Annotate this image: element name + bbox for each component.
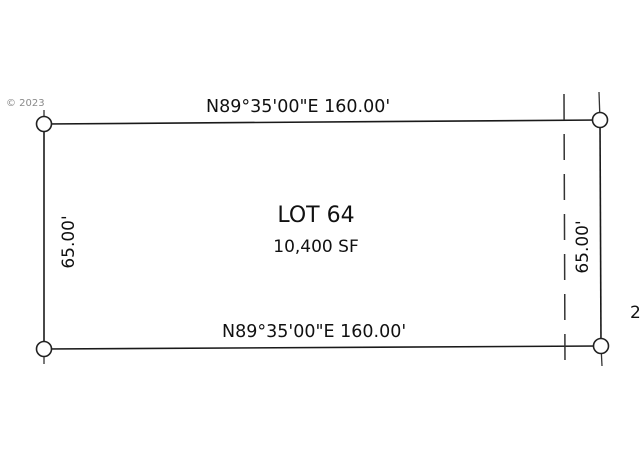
north-bearing-label: N89°35'00"E 160.00' xyxy=(206,97,390,117)
west-distance-label: 65.00' xyxy=(59,215,79,268)
copyright-watermark: © 2023 xyxy=(6,98,45,109)
corner-monument-ne xyxy=(591,111,609,129)
corner-monument-se xyxy=(592,337,610,355)
dashed-easement-line xyxy=(563,93,566,367)
east-boundary-line xyxy=(599,119,602,347)
corner-monument-nw xyxy=(35,115,53,133)
edge-partial-label: 2 xyxy=(630,303,640,323)
north-boundary-line xyxy=(43,119,601,125)
south-boundary-line xyxy=(43,345,602,350)
east-distance-label: 65.00' xyxy=(573,220,593,273)
corner-monument-sw xyxy=(35,340,53,358)
lot-area-label: 10,400 SF xyxy=(273,237,358,257)
lot-name-label: LOT 64 xyxy=(277,203,354,228)
south-bearing-label: N89°35'00"E 160.00' xyxy=(222,322,406,342)
